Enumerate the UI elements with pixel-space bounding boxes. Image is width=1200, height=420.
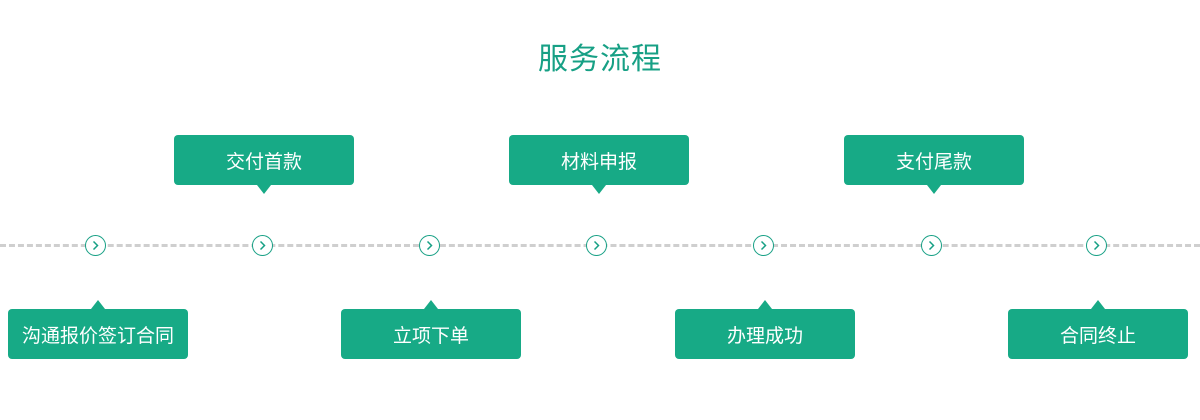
step-box-4: 材料申报 <box>509 135 689 194</box>
chevron-right-icon <box>252 235 273 256</box>
step-box-5: 办理成功 <box>675 300 855 359</box>
step-box-3: 立项下单 <box>341 300 521 359</box>
step-box-7: 合同终止 <box>1008 300 1188 359</box>
chevron-right-icon <box>586 235 607 256</box>
chevron-right-icon <box>921 235 942 256</box>
chevron-right-icon <box>419 235 440 256</box>
step-box-6: 支付尾款 <box>844 135 1024 194</box>
step-box-2: 交付首款 <box>174 135 354 194</box>
chevron-right-icon <box>1086 235 1107 256</box>
chevron-right-icon <box>753 235 774 256</box>
page-title: 服务流程 <box>538 42 662 77</box>
chevron-right-icon <box>85 235 106 256</box>
step-box-1: 沟通报价签订合同 <box>8 300 188 359</box>
